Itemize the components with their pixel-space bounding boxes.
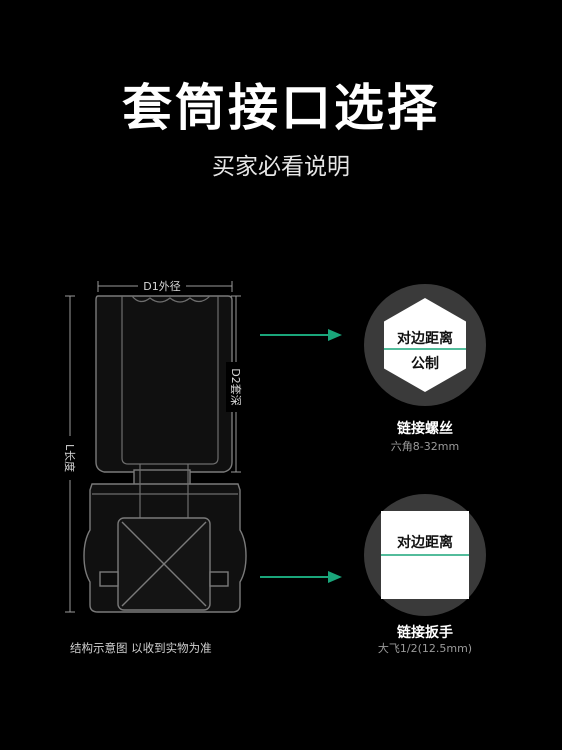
l-label: L长度 bbox=[63, 444, 77, 472]
diagram-caption: 结构示意图 以收到实物为准 bbox=[70, 641, 212, 655]
d2-label: D2套深 bbox=[229, 368, 242, 405]
socket-bore bbox=[92, 295, 238, 520]
square-across-flats-label: 对边距离 bbox=[397, 534, 453, 551]
hex-option-subtitle: 六角8-32mm bbox=[390, 440, 460, 453]
hex-option-title: 链接螺丝 bbox=[397, 421, 453, 437]
square-option-subtitle: 大飞1/2(12.5mm) bbox=[377, 642, 473, 655]
hex-across-flats-label: 对边距离 bbox=[397, 330, 453, 347]
hexagon-icon bbox=[364, 284, 486, 406]
square-option-title: 链接扳手 bbox=[397, 625, 453, 641]
page-title: 套筒接口选择 bbox=[122, 79, 440, 137]
d1-label: D1外径 bbox=[143, 280, 180, 293]
square-drive bbox=[99, 517, 229, 611]
page-subtitle: 买家必看说明 bbox=[212, 154, 350, 180]
hex-metric-label: 公制 bbox=[411, 355, 439, 372]
square-icon bbox=[364, 494, 486, 616]
right-arrow-icon bbox=[260, 329, 342, 341]
right-arrow-icon bbox=[260, 571, 342, 583]
